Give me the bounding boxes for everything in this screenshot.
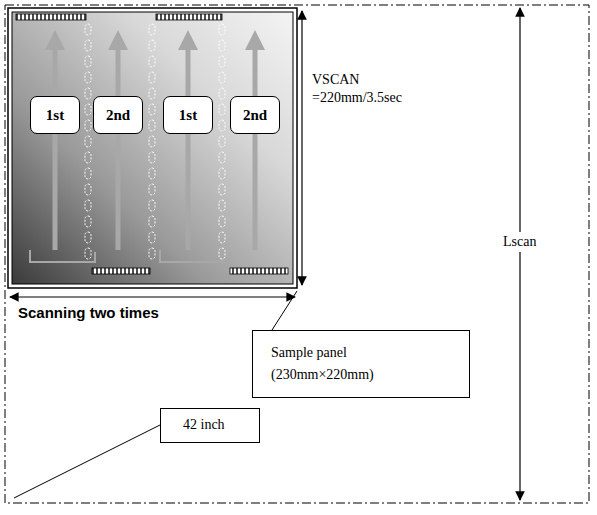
lscan-arrow (519, 8, 520, 500)
node-text: 42 inch (183, 414, 237, 436)
display-outline (5, 5, 589, 503)
scan-path-lines (30, 40, 255, 262)
node-text: 1st (168, 103, 208, 127)
node-text: 1st (35, 103, 75, 127)
speed-label: VSCAN =220mm/3.5sec (310, 70, 424, 108)
sample-panel-image (12, 12, 293, 284)
pass-box: 2nd (230, 96, 280, 134)
width-arrow (10, 296, 295, 297)
dimension-label: Lscan (501, 232, 538, 252)
callout-box: Sample panel (230mm×220mm) (252, 330, 470, 398)
pass-box: 2nd (93, 96, 143, 134)
node-text: Sample panel (230mm×220mm) (271, 342, 421, 387)
leader-line (14, 425, 160, 498)
pass-box: 1st (30, 96, 80, 134)
pass-box: 1st (163, 96, 213, 134)
scan-boundary-chain (85, 24, 225, 259)
node-text: 2nd (98, 103, 138, 127)
node-text: 2nd (235, 103, 275, 127)
callout-box: 42 inch (160, 408, 260, 443)
leader-line (272, 291, 297, 330)
vscan-arrow (301, 11, 302, 285)
dimension-label: Scanning two times (16, 302, 161, 324)
hatched-bar (16, 14, 86, 20)
hatched-bar (156, 14, 222, 20)
hatched-bar (92, 268, 150, 274)
sample-panel-frame (8, 8, 297, 288)
hatched-bar (230, 268, 288, 274)
